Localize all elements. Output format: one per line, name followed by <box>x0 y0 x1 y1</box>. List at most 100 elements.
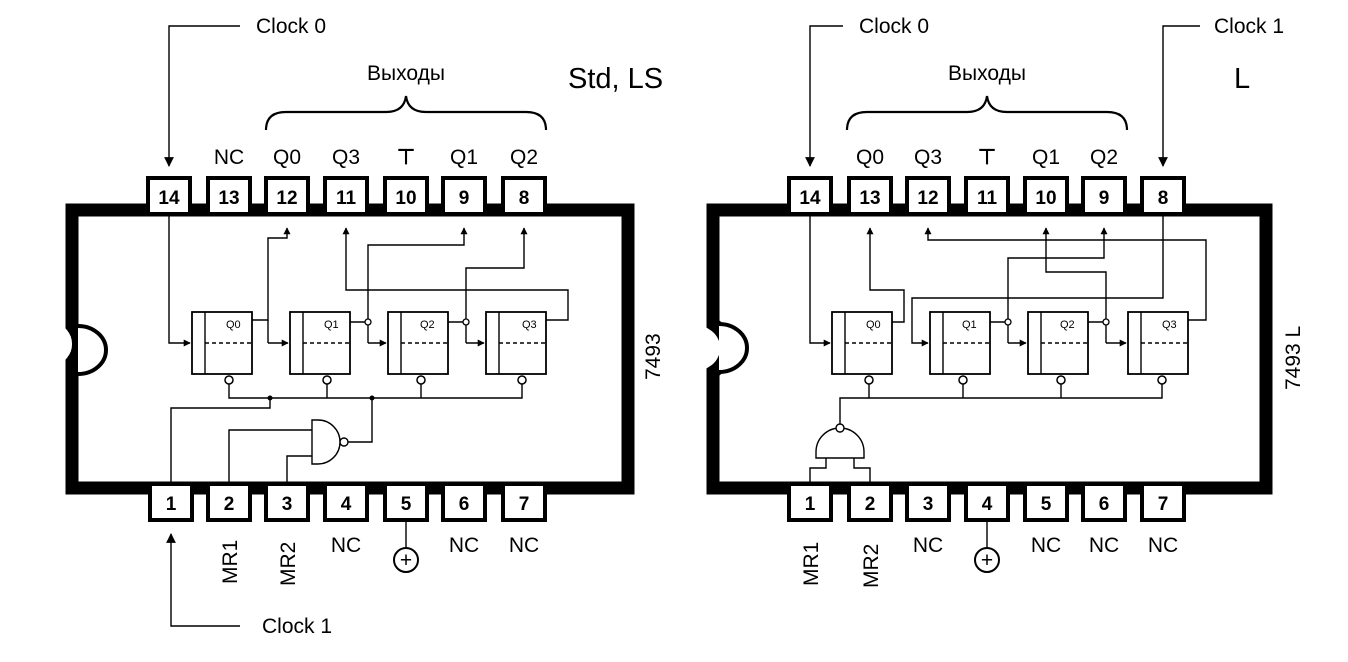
pin-number: 5 <box>401 494 412 515</box>
pin-11: 11 ⊤ <box>964 146 1010 216</box>
pin-13: 13 NC <box>206 146 252 216</box>
pin-12: 12 Q3 <box>905 146 951 216</box>
ff-output-label: Q0 <box>866 319 881 331</box>
pin-number: 10 <box>1035 188 1056 209</box>
left-bottom-pins: 1 2 MR1 3 MR2 4 NC 5 + <box>148 482 547 586</box>
pin-label: NC <box>449 534 479 557</box>
pin-label: MR2 <box>277 542 300 586</box>
left-chip-notch <box>77 324 108 376</box>
pin-10: 10 Q1 <box>1023 146 1069 216</box>
pin-9: 9 Q2 <box>1081 146 1127 216</box>
left-top-pins: 14 13 NC 12 Q0 11 Q3 10 ⊤ <box>146 146 547 216</box>
pin-label: Q0 <box>273 146 301 169</box>
pin-number: 8 <box>1158 188 1169 209</box>
pin-14: 14 <box>146 176 192 216</box>
pin-3: 3 MR2 <box>264 482 310 586</box>
pin-number: 11 <box>336 188 357 209</box>
right-chip: 14 13 Q0 12 Q3 11 ⊤ 10 Q1 <box>706 15 1305 588</box>
ff-output-label: Q3 <box>1162 319 1177 331</box>
pin-label: Q3 <box>332 146 360 169</box>
pin-number: 9 <box>1099 188 1110 209</box>
variant-label: L <box>1234 63 1250 95</box>
pin-number: 6 <box>1099 494 1110 515</box>
power-icon <box>974 547 1000 573</box>
pin-14: 14 <box>787 176 833 216</box>
flipflop-q2: Q2 <box>387 311 449 385</box>
outputs-label: Выходы <box>367 62 445 85</box>
left-chip: 14 13 NC 12 Q0 11 Q3 10 ⊤ <box>65 15 665 638</box>
clock1-label: Clock 1 <box>1214 15 1284 38</box>
pin-number: 7 <box>519 494 530 515</box>
flipflop-q3: Q3 <box>485 311 547 385</box>
right-chip-notch <box>718 322 749 374</box>
pin-2: 2 MR2 <box>847 482 893 588</box>
pin-number: 4 <box>982 494 993 515</box>
pin-label: NC <box>214 146 244 169</box>
pin-label: Q0 <box>856 146 884 169</box>
pin-number: 10 <box>395 188 416 209</box>
clock1-label: Clock 1 <box>262 615 332 638</box>
flipflop-q3: Q3 <box>1127 311 1189 385</box>
pin-number: 13 <box>218 188 239 209</box>
left-wiring <box>168 214 569 484</box>
pin-number: 13 <box>859 188 880 209</box>
pin-label: NC <box>913 534 943 557</box>
power-symbol: + <box>981 549 993 572</box>
pin-11: 11 Q3 <box>323 146 369 216</box>
pin-number: 11 <box>977 188 998 209</box>
pin-label: NC <box>1031 534 1061 557</box>
pin-2: 2 MR1 <box>206 482 252 584</box>
pin-7: 7 NC <box>501 482 547 557</box>
variant-label: Std, LS <box>568 63 663 95</box>
pin-number: 9 <box>459 188 470 209</box>
pin-3: 3 NC <box>905 482 951 557</box>
clock1-arrow <box>1158 25 1200 167</box>
clock0-arrow <box>164 25 240 167</box>
outputs-label: Выходы <box>948 62 1026 85</box>
clock0-label: Clock 0 <box>256 15 326 38</box>
pin-number: 12 <box>917 188 938 209</box>
pin-label: Q1 <box>1032 146 1060 169</box>
ff-output-label: Q1 <box>324 319 339 331</box>
pin-number: 4 <box>341 494 352 515</box>
pin-number: 8 <box>519 188 530 209</box>
power-icon <box>393 547 419 573</box>
pin-number: 1 <box>166 494 177 515</box>
pin-number: 7 <box>1158 494 1169 515</box>
pin-label: NC <box>1089 534 1119 557</box>
clock0-label: Clock 0 <box>859 15 929 38</box>
pin-12: 12 Q0 <box>264 146 310 216</box>
pin-label: MR2 <box>860 544 883 588</box>
pin-number: 3 <box>923 494 934 515</box>
part-number: 7493 <box>642 333 665 380</box>
pin-6: 6 NC <box>441 482 487 557</box>
ff-output-label: Q2 <box>1060 319 1075 331</box>
pin-label: MR1 <box>800 542 823 586</box>
pin-1: 1 MR1 <box>787 482 833 586</box>
pin-4: 4 NC <box>323 482 369 557</box>
ff-output-label: Q1 <box>962 319 977 331</box>
pin-13: 13 Q0 <box>847 146 893 216</box>
pin-number: 2 <box>224 494 235 515</box>
pin-9: 9 Q1 <box>441 146 487 216</box>
pin-label: MR1 <box>219 540 242 584</box>
outputs-brace <box>845 95 1129 131</box>
pin-label: NC <box>331 534 361 557</box>
pin-8: 8 Q2 <box>501 146 547 216</box>
right-bottom-pins: 1 MR1 2 MR2 3 NC 4 + 5 <box>787 482 1186 588</box>
pin-number: 5 <box>1041 494 1052 515</box>
flipflop-q1: Q1 <box>929 311 991 385</box>
pin-label: NC <box>509 534 539 557</box>
power-symbol: + <box>400 549 412 572</box>
pin-7: 7 NC <box>1140 482 1186 557</box>
pin-label: Q1 <box>450 146 478 169</box>
pin-10: 10 ⊤ <box>383 146 429 216</box>
pin-1: 1 <box>148 482 194 522</box>
pin-5: 5 + <box>383 482 429 573</box>
ff-output-label: Q2 <box>420 319 435 331</box>
ff-output-label: Q3 <box>522 319 537 331</box>
pin-number: 3 <box>282 494 293 515</box>
pin-label: Q3 <box>914 146 942 169</box>
